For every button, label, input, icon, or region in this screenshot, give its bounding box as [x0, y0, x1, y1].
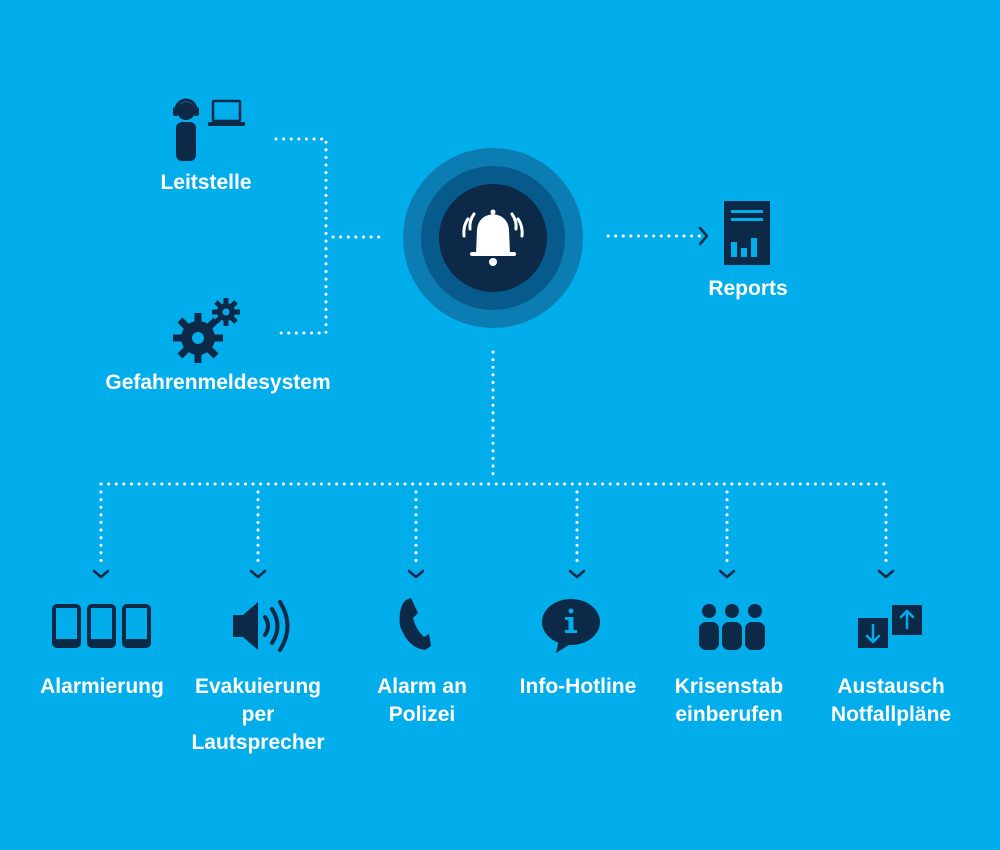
- action-label-krisenstab: Krisenstab einberufen: [674, 675, 784, 726]
- arrowhead-5: [718, 569, 736, 579]
- speaker-icon: [233, 600, 290, 652]
- info-bubble-icon: [542, 599, 600, 653]
- action-label-polizei: Alarm an Polizei: [377, 675, 467, 726]
- operator-laptop-icon: [173, 98, 245, 161]
- source-label-gefahrenmeldesystem: Gefahrenmeldesystem: [105, 371, 331, 394]
- arrowhead-1: [92, 569, 110, 579]
- devices-icon: [52, 604, 151, 648]
- action-label-alarmierung: Alarmierung: [40, 675, 164, 698]
- connectors: [99, 137, 888, 570]
- action-label-notfallplaene: Austausch Notfallpläne: [830, 675, 952, 726]
- report-chart-icon: [724, 201, 770, 265]
- arrowhead-reports: [698, 226, 709, 246]
- arrowhead-4: [568, 569, 586, 579]
- arrowheads: [92, 226, 895, 579]
- source-label-leitstelle: Leitstelle: [160, 171, 252, 194]
- output-label-reports: Reports: [708, 277, 788, 300]
- alarm-hub: [403, 148, 583, 328]
- connector-leitstelle: [274, 137, 328, 335]
- arrowhead-3: [407, 569, 425, 579]
- alarm-bell-icon: [462, 209, 524, 266]
- arrowhead-2: [249, 569, 267, 579]
- arrowhead-6: [877, 569, 895, 579]
- gears-icon: [173, 298, 240, 363]
- action-label-hotline: Info-Hotline: [519, 675, 637, 698]
- action-label-evakuierung: Evakuierung per Lautsprecher: [191, 675, 325, 754]
- exchange-icon: [858, 605, 922, 648]
- phone-icon: [399, 598, 431, 650]
- group-icon: [699, 604, 765, 650]
